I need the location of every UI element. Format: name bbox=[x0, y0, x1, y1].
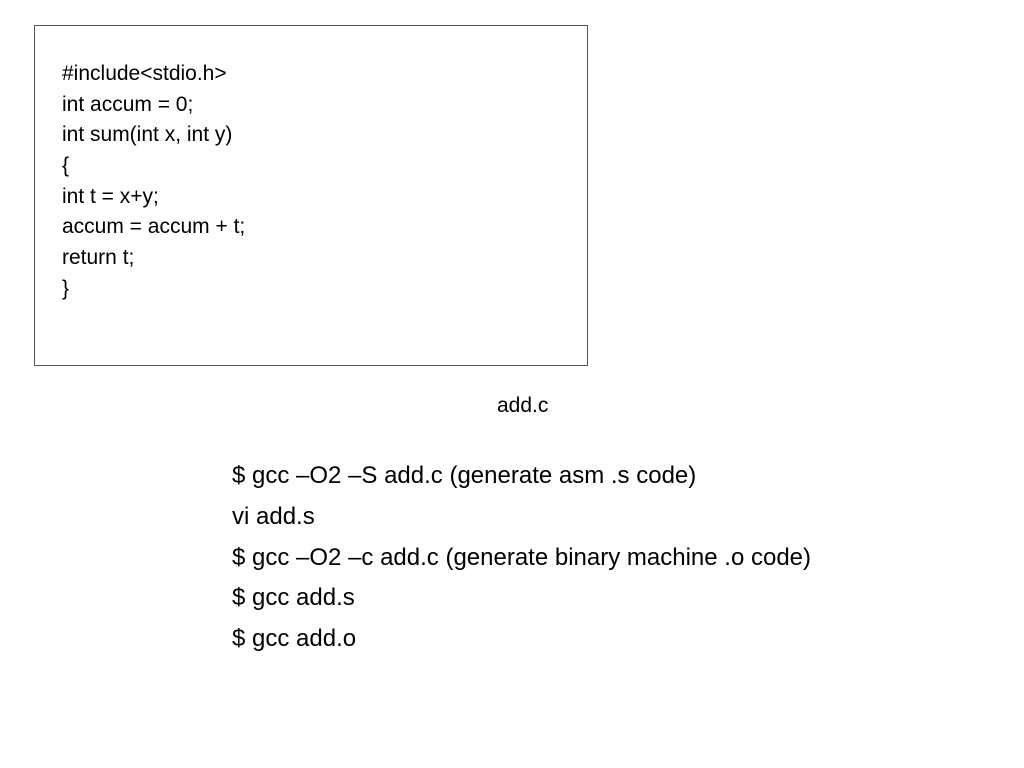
code-line: int t = x+y; bbox=[62, 184, 159, 208]
code-line: } bbox=[62, 276, 70, 300]
command-list: $ gcc –O2 –S add.c (generate asm .s code… bbox=[232, 456, 811, 660]
command-line: $ gcc add.o bbox=[232, 625, 357, 653]
code-listing: #include<stdio.h> int accum = 0; int sum… bbox=[62, 59, 245, 305]
code-listing-box: #include<stdio.h> int accum = 0; int sum… bbox=[34, 25, 588, 366]
code-line: accum = accum + t; bbox=[62, 215, 246, 239]
code-line: { bbox=[62, 154, 70, 178]
code-line: int sum(int x, int y) bbox=[62, 123, 233, 147]
code-line: int accum = 0; bbox=[62, 92, 194, 116]
command-line: $ gcc add.s bbox=[232, 584, 355, 612]
command-line: $ gcc –O2 –c add.c (generate binary mach… bbox=[232, 543, 811, 571]
command-line: $ gcc –O2 –S add.c (generate asm .s code… bbox=[232, 462, 697, 489]
file-name-caption: add.c bbox=[497, 394, 549, 417]
code-line: #include<stdio.h> bbox=[62, 62, 227, 85]
command-line: vi add.s bbox=[232, 502, 315, 530]
code-line: return t; bbox=[62, 246, 135, 270]
